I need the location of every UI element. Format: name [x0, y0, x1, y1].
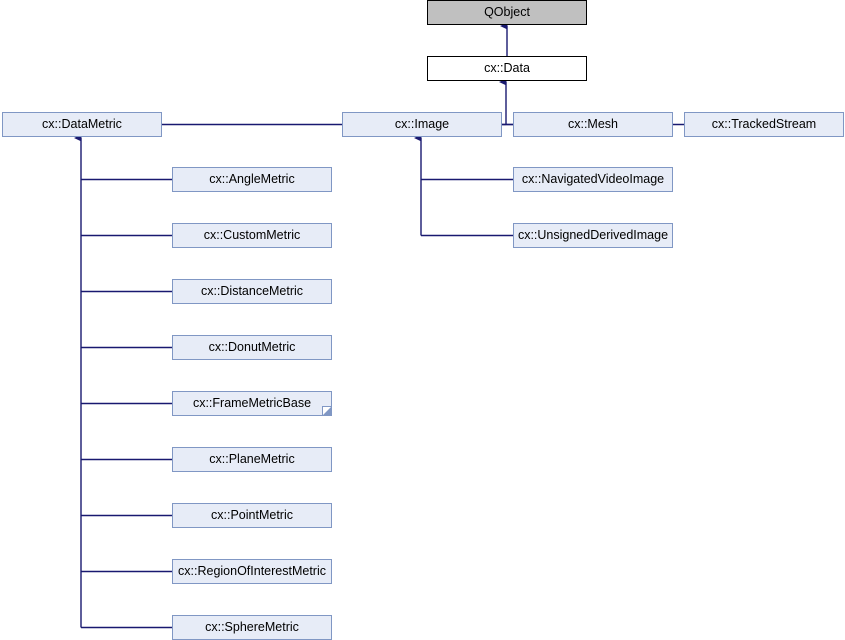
- class-node-cx-distancemetric[interactable]: cx::DistanceMetric: [172, 279, 332, 304]
- class-node-label: cx::SphereMetric: [205, 620, 299, 634]
- class-node-label: cx::AngleMetric: [209, 172, 295, 186]
- class-node-cx-pointmetric[interactable]: cx::PointMetric: [172, 503, 332, 528]
- class-node-label: cx::Data: [484, 61, 530, 75]
- class-node-cx-roimetric[interactable]: cx::RegionOfInterestMetric: [172, 559, 332, 584]
- class-node-cx-datametric[interactable]: cx::DataMetric: [2, 112, 162, 137]
- class-node-cx-framemetricbase[interactable]: cx::FrameMetricBase: [172, 391, 332, 416]
- class-node-cx-navvideoimage[interactable]: cx::NavigatedVideoImage: [513, 167, 673, 192]
- class-node-cx-image[interactable]: cx::Image: [342, 112, 502, 137]
- class-node-label: cx::DataMetric: [42, 117, 122, 131]
- class-node-cx-trackedstream[interactable]: cx::TrackedStream: [684, 112, 844, 137]
- class-node-label: QObject: [484, 5, 530, 19]
- class-node-qobject[interactable]: QObject: [427, 0, 587, 25]
- class-node-cx-data[interactable]: cx::Data: [427, 56, 587, 81]
- class-node-label: cx::PointMetric: [211, 508, 293, 522]
- class-node-label: cx::CustomMetric: [203, 228, 301, 242]
- class-node-label: cx::Image: [394, 117, 450, 131]
- class-node-cx-planemetric[interactable]: cx::PlaneMetric: [172, 447, 332, 472]
- class-node-label: cx::FrameMetricBase: [192, 396, 312, 410]
- class-node-label: cx::DonutMetric: [208, 340, 296, 354]
- class-node-label: cx::RegionOfInterestMetric: [178, 564, 326, 578]
- class-node-label: cx::TrackedStream: [711, 117, 817, 131]
- class-node-cx-mesh[interactable]: cx::Mesh: [513, 112, 673, 137]
- class-node-label: cx::UnsignedDerivedImage: [517, 228, 669, 242]
- class-node-label: cx::Mesh: [567, 117, 618, 131]
- class-node-label: cx::DistanceMetric: [200, 284, 304, 298]
- class-node-cx-spheremetric[interactable]: cx::SphereMetric: [172, 615, 332, 640]
- class-node-cx-custommetric[interactable]: cx::CustomMetric: [172, 223, 332, 248]
- class-node-label: cx::NavigatedVideoImage: [521, 172, 665, 186]
- class-node-cx-unsignedderived[interactable]: cx::UnsignedDerivedImage: [513, 223, 673, 248]
- class-node-label: cx::PlaneMetric: [209, 452, 295, 466]
- class-node-cx-anglemetric[interactable]: cx::AngleMetric: [172, 167, 332, 192]
- class-node-cx-donutmetric[interactable]: cx::DonutMetric: [172, 335, 332, 360]
